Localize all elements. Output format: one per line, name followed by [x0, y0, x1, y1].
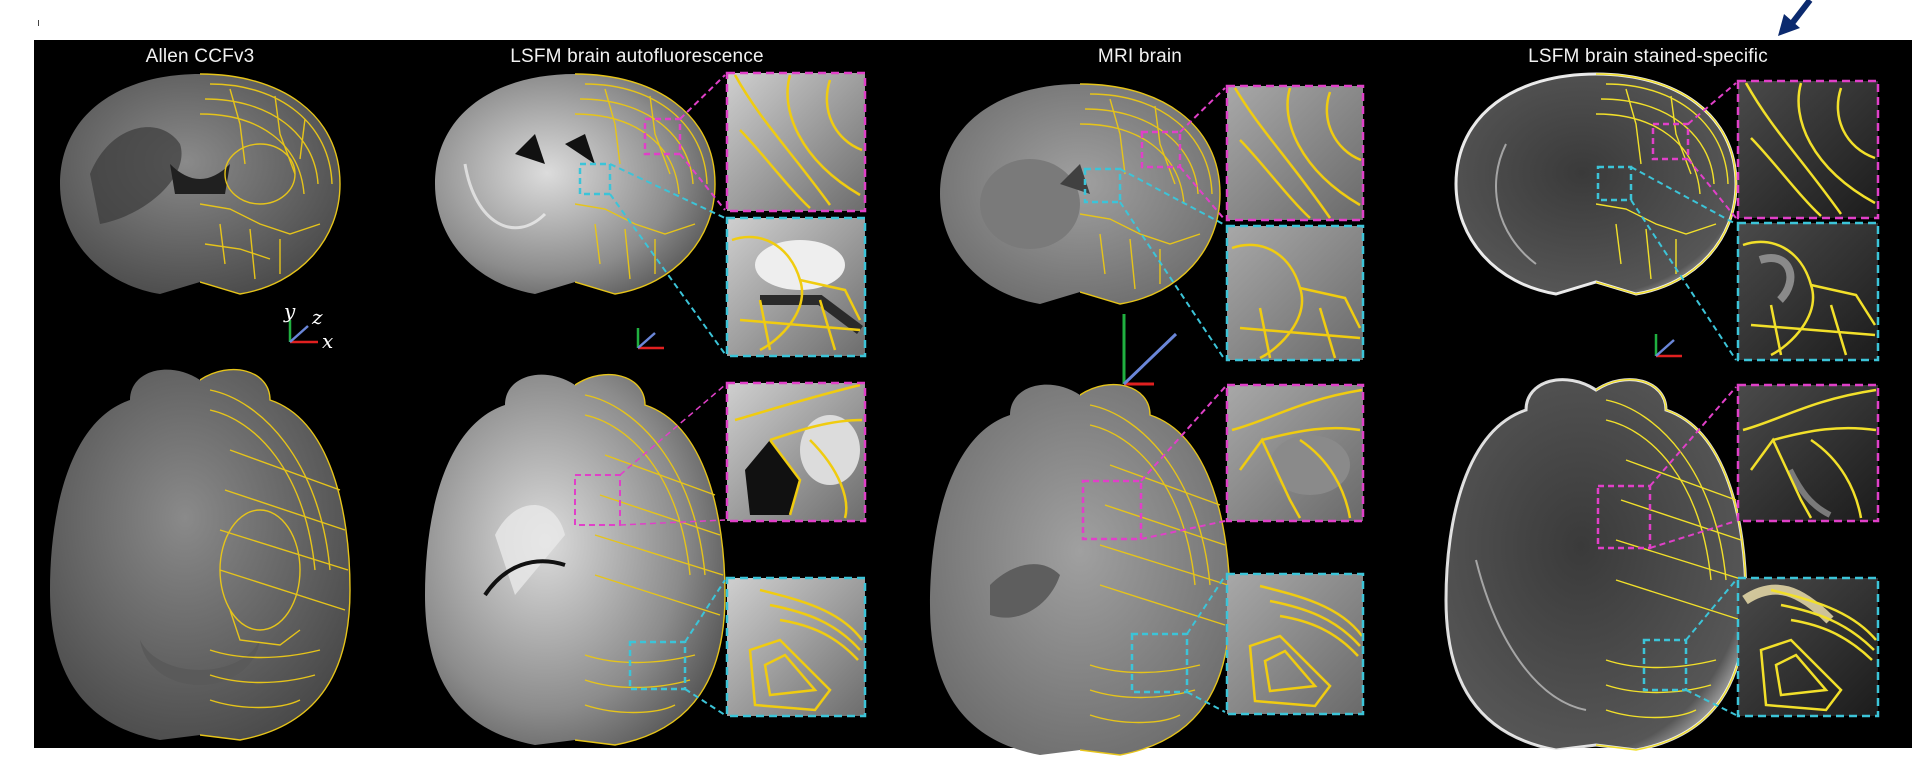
lsfm-auto-coronal-section [435, 73, 716, 295]
mri-inset-magenta-top [1225, 84, 1365, 222]
allen-horizontal-outline [200, 368, 351, 741]
magenta-roi-box-horizontal [1596, 484, 1652, 550]
allen-coronal-outline [200, 73, 341, 295]
lsfm-stained-horizontal-outline [1596, 378, 1747, 751]
cyan-roi-box-horizontal [1130, 632, 1189, 694]
axis-label-z: z [311, 305, 323, 329]
pointer-arrow [1778, 0, 1813, 36]
axis-indicator-auto [636, 328, 664, 350]
axis-indicator-stained [1654, 334, 1682, 358]
mri-horizontal-section [930, 383, 1231, 756]
axis-indicator-mri [1122, 314, 1178, 386]
magenta-roi-box-horizontal [1081, 479, 1143, 541]
lsfm-stained-horizontal-section [1444, 378, 1748, 752]
lsfm-auto-inset-magenta-bottom [725, 381, 867, 523]
cyan-roi-box [1596, 165, 1633, 202]
lsfm-stained-inset-magenta-top [1736, 79, 1880, 220]
cyan-roi-box [578, 162, 612, 196]
lsfm-stained-coronal-outline [1596, 73, 1737, 295]
column-title-mri: MRI brain [1097, 46, 1183, 67]
cyan-roi-box [1083, 167, 1122, 204]
allen-horizontal-section [50, 368, 351, 741]
column-title-lsfm-autofluorescence: LSFM brain autofluorescence [510, 46, 764, 67]
lsfm-stained-coronal-section [1454, 72, 1738, 296]
cyan-roi-box-horizontal [628, 640, 687, 691]
lsfm-auto-coronal-outline [575, 73, 716, 295]
corner-mark [38, 20, 39, 26]
lsfm-auto-inset-cyan-top [725, 216, 867, 358]
lsfm-stained-inset-magenta-bottom [1736, 383, 1880, 523]
magenta-roi-box [1651, 122, 1690, 161]
lsfm-auto-inset-cyan-bottom [725, 576, 867, 718]
column-title-allen: Allen CCFv3 [145, 46, 255, 67]
lsfm-stained-inset-cyan-top [1736, 221, 1880, 362]
column-title-lsfm-stained: LSFM brain stained-specific [1528, 46, 1768, 67]
mri-inset-cyan-bottom [1225, 572, 1365, 716]
magenta-roi-box [643, 117, 682, 156]
magenta-roi-box [1140, 130, 1182, 169]
magenta-roi-box-horizontal [574, 474, 621, 526]
lsfm-auto-horizontal-section [425, 373, 726, 746]
mri-coronal-section [940, 83, 1221, 305]
cyan-roi-box-horizontal [1642, 638, 1688, 692]
mri-horizontal-outline [1080, 383, 1231, 756]
allen-coronal-section [60, 73, 341, 295]
axis-label-x: x [322, 329, 333, 353]
mri-inset-cyan-top [1225, 224, 1365, 362]
lsfm-stained-inset-cyan-bottom [1736, 576, 1880, 718]
axis-indicator-labeled: y z x [283, 299, 333, 353]
axis-label-y: y [283, 299, 296, 323]
lsfm-auto-inset-magenta-top [725, 71, 867, 213]
mri-inset-magenta-bottom [1225, 383, 1365, 523]
lsfm-auto-horizontal-outline [575, 373, 726, 746]
